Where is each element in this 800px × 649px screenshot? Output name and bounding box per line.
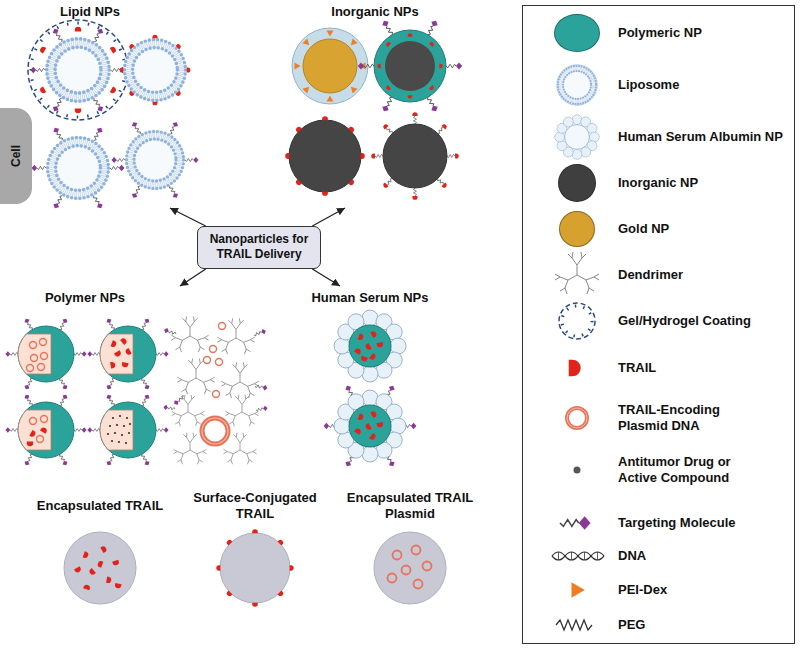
polymer-nanoparticle	[87, 317, 168, 390]
legend-drug-icon	[574, 467, 581, 474]
legend-label: PEG	[618, 617, 790, 633]
legend-label: Polymeric NP	[618, 25, 790, 41]
polymer-nanoparticle	[5, 393, 86, 466]
sample-label: Encapsulated TRAIL	[30, 490, 170, 522]
legend-swatch	[559, 211, 595, 247]
legend-swatch	[554, 14, 600, 52]
legend-label: Targeting Molecule	[618, 515, 790, 531]
targeted-albumin-nanoparticle	[324, 384, 417, 468]
legend-label: DNA	[618, 548, 790, 564]
group-heading: Polymer NPs	[0, 290, 170, 306]
legend-peg-icon	[556, 620, 592, 630]
sample-circle	[60, 528, 140, 608]
legend-pei-icon	[572, 582, 585, 597]
sample-circle	[215, 528, 295, 608]
legend-albumin-icon	[555, 115, 600, 160]
legend-label: Inorganic NP	[618, 175, 790, 191]
legend-liposome-icon	[557, 65, 598, 106]
legend-label: Dendrimer	[618, 267, 790, 283]
legend-label: TRAIL-Encoding Plasmid DNA	[618, 402, 758, 434]
trail-liposome	[120, 35, 191, 106]
legend-label: Liposome	[618, 77, 790, 93]
sample-node: Encapsulated TRAIL	[30, 490, 170, 608]
group-region: Inorganic NPs	[285, 0, 465, 208]
legend-label: Human Serum Albumin NP	[618, 129, 790, 145]
group-region: Polymer NPs	[0, 286, 262, 468]
dendrimer-cluster	[163, 316, 268, 406]
group-region: Human Serum NPs	[305, 286, 435, 468]
sample-circle	[370, 528, 450, 608]
arrow-connector	[312, 269, 340, 286]
box-label: Nanoparticles for TRAIL Delivery	[202, 232, 316, 262]
legend-gel-icon	[559, 303, 595, 339]
cell-shape: Cell	[0, 108, 32, 204]
hydrogel-liposome	[28, 20, 128, 120]
group-heading: Lipid NPs	[0, 4, 180, 20]
polymer-nanoparticle	[87, 393, 168, 466]
gold-nanoparticle	[292, 28, 368, 104]
sample-label: Surface-Conjugated TRAIL	[185, 490, 325, 522]
arrow-connector	[312, 208, 345, 226]
cell-label: Cell	[9, 145, 23, 167]
targeted-liposome	[32, 126, 125, 210]
albumin-nanoparticle	[334, 310, 406, 382]
process-box: Nanoparticles for TRAIL Delivery	[197, 226, 321, 269]
legend-trail-icon	[569, 360, 581, 377]
legend-frame	[523, 6, 795, 644]
legend-swatch	[558, 164, 596, 202]
coated-inorganic-nanoparticle	[358, 19, 462, 113]
legend-plasmid-icon	[567, 408, 587, 428]
legend-label: PEI-Dex	[618, 582, 790, 598]
polymer-nanoparticle	[5, 317, 86, 390]
sample-node: Surface-Conjugated TRAIL	[185, 490, 325, 608]
dendrimer-plasmid-complex	[163, 395, 268, 465]
legend-label: TRAIL	[618, 360, 790, 376]
targeted-liposome	[112, 121, 199, 199]
sample-label: Encapsulated TRAIL Plasmid	[340, 490, 480, 522]
legend-dna-icon	[552, 552, 604, 560]
arrow-connector	[180, 269, 206, 286]
arrow-connector	[170, 208, 206, 226]
sample-node: Encapsulated TRAIL Plasmid	[340, 490, 480, 608]
legend-dendrimer-icon	[555, 252, 599, 294]
legend-label: Gold NP	[618, 221, 790, 237]
inorganic-nanoparticle	[371, 112, 459, 200]
group-heading: Human Serum NPs	[305, 290, 435, 306]
legend-label: Antitumor Drug or Active Compound	[618, 454, 758, 486]
group-heading: Inorganic NPs	[285, 4, 465, 20]
inorganic-nanoparticle	[285, 116, 365, 196]
legend-targeting-icon	[560, 516, 591, 530]
legend-label: Gel/Hydrogel Coating	[618, 313, 790, 329]
group-region: Lipid NPsCell	[0, 0, 180, 208]
